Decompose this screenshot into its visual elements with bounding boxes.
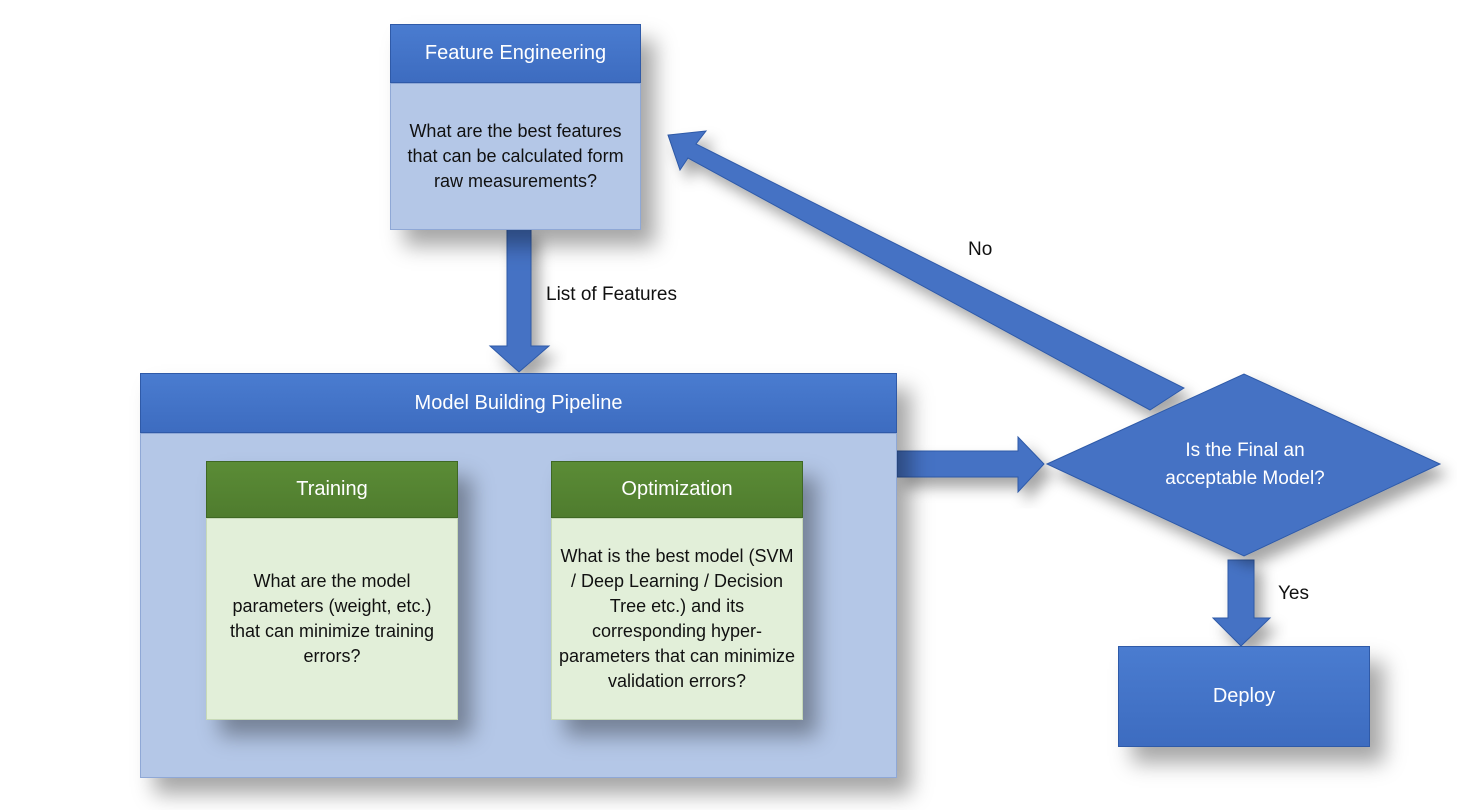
training-box: Training What are the model parameters (… [206,461,458,720]
optimization-box: Optimization What is the best model (SVM… [551,461,803,720]
label-yes: Yes [1278,583,1309,604]
decision-diamond [1045,373,1442,557]
optimization-title: Optimization [551,461,803,518]
training-title: Training [206,461,458,518]
label-no: No [968,239,993,260]
feature-engineering-title: Feature Engineering [390,24,641,83]
label-list-of-features: List of Features [546,284,677,305]
arrow-pipeline-to-decision [896,435,1045,494]
pipeline-title: Model Building Pipeline [140,373,897,433]
arrow-features-to-pipeline [488,227,551,373]
feature-engineering-question: What are the best features that can be c… [390,83,641,230]
arrow-no-to-feature-engineering [667,130,1186,411]
deploy-box: Deploy [1118,646,1370,747]
feature-engineering-box: Feature Engineering What are the best fe… [390,24,641,230]
optimization-question: What is the best model (SVM / Deep Learn… [551,518,803,720]
training-question: What are the model parameters (weight, e… [206,518,458,720]
arrow-decision-to-deploy [1211,559,1272,647]
decision-question: Is the Final an acceptable Model? [1165,440,1325,489]
